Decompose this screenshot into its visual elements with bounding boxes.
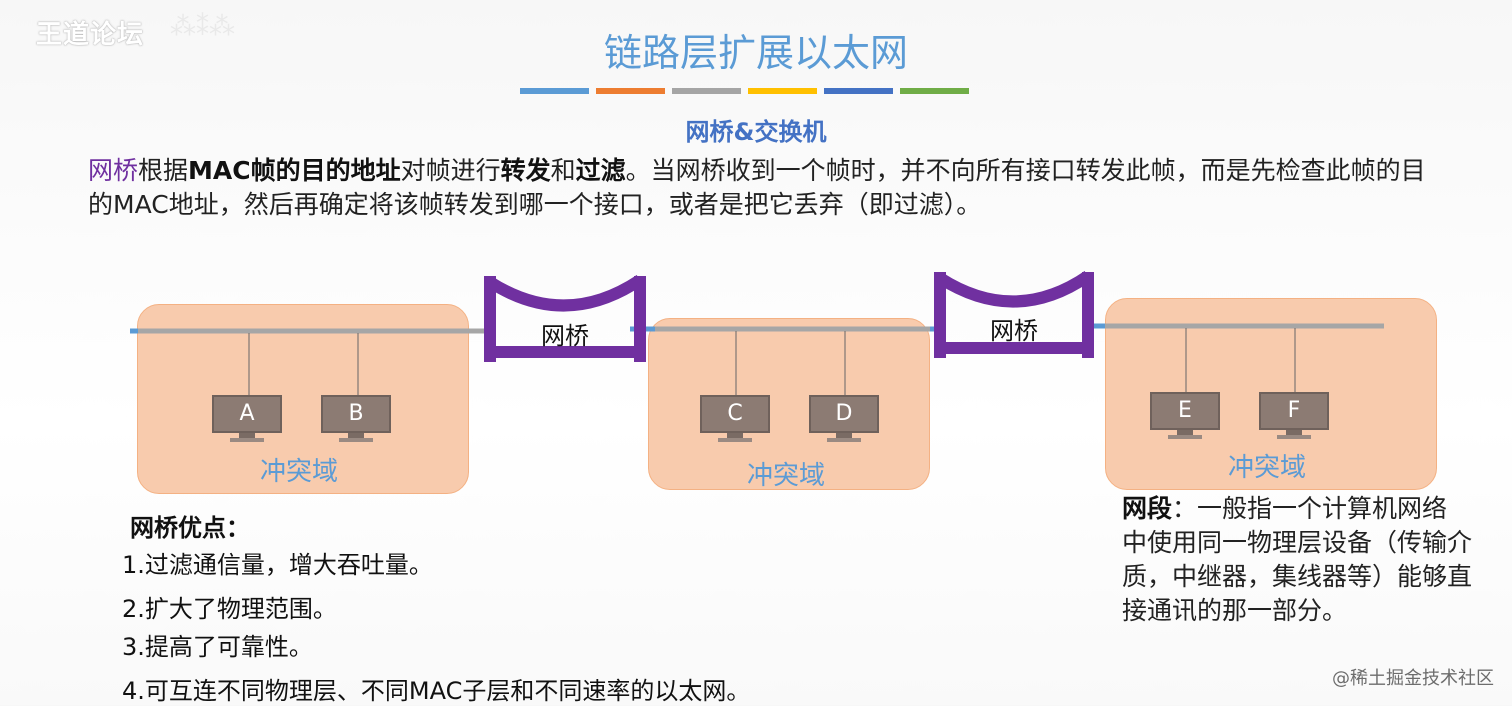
- segment-definition: 网段：一般指一个计算机网络中使用同一物理层设备（传输介质，中继器，集线器等）能够…: [1122, 492, 1472, 628]
- title-color-bars: [520, 88, 969, 94]
- slide-subtitle: 网桥&交换机: [685, 118, 827, 146]
- bridge-2-icon: [934, 271, 1094, 358]
- advantages-title: 网桥优点：: [130, 514, 250, 542]
- host-b-icon: B: [321, 395, 393, 442]
- intro-emphasis: MAC帧的目的地址: [188, 156, 401, 185]
- pc-stand: [1177, 430, 1193, 435]
- logo-decoration: ⁂⁑⁂: [170, 12, 235, 42]
- pc-base: [339, 438, 373, 442]
- advantage-item: 2.扩大了物理范围。: [122, 595, 337, 623]
- intro-emphasis: 过滤: [575, 156, 626, 185]
- pc-base: [718, 438, 752, 442]
- segment-text: ：一般指一个计算机网络中使用同一物理层设备（传输介质，中继器，集线器等）能够直接…: [1122, 494, 1473, 625]
- intro-text: 。当网桥收到一个帧时，并不向所有接口转发此帧，而是先检查此帧的目的MAC地址，然…: [88, 156, 1426, 219]
- pc-base: [1277, 435, 1311, 439]
- advantage-item: 4.可互连不同物理层、不同MAC子层和不同速率的以太网。: [122, 677, 751, 705]
- host-a-label: A: [212, 395, 282, 433]
- collision-domain-3-label: 冲突域: [1228, 453, 1307, 483]
- collision-domain-1-label: 冲突域: [260, 457, 339, 487]
- collision-domain-2-label: 冲突域: [747, 461, 826, 491]
- advantage-item: 3.提高了可靠性。: [122, 633, 313, 661]
- host-f-icon: F: [1259, 392, 1331, 439]
- host-a-icon: A: [212, 395, 284, 442]
- intro-text: 和: [550, 156, 576, 185]
- color-bar: [900, 88, 969, 94]
- intro-text: 根据: [138, 156, 189, 185]
- pc-base: [827, 438, 861, 442]
- pc-stand: [836, 433, 852, 438]
- color-bar: [672, 88, 741, 94]
- collision-domain-1: [137, 304, 469, 494]
- color-bar: [824, 88, 893, 94]
- host-b-label: B: [321, 395, 391, 433]
- term-bridge: 网桥: [88, 156, 139, 185]
- intro-text: 对帧进行: [400, 156, 501, 185]
- pc-stand: [348, 433, 364, 438]
- host-f-label: F: [1259, 392, 1329, 430]
- bridge-2-label: 网桥: [990, 317, 1038, 345]
- pc-stand: [1286, 430, 1302, 435]
- host-d-label: D: [809, 395, 879, 433]
- host-e-icon: E: [1150, 392, 1222, 439]
- slide-title: 链路层扩展以太网: [603, 31, 908, 75]
- pc-stand: [239, 433, 255, 438]
- advantage-item: 1.过滤通信量，增大吞吐量。: [122, 551, 433, 579]
- collision-domain-2: [648, 318, 930, 490]
- host-c-label: C: [700, 395, 770, 433]
- segment-term: 网段: [1122, 494, 1173, 523]
- color-bar: [596, 88, 665, 94]
- intro-emphasis: 转发: [500, 156, 551, 185]
- color-bar: [748, 88, 817, 94]
- pc-stand: [727, 433, 743, 438]
- color-bar: [520, 88, 589, 94]
- host-c-icon: C: [700, 395, 772, 442]
- logo-text: 王道论坛: [36, 20, 145, 50]
- bridge-1-icon: [484, 274, 646, 362]
- pc-base: [230, 438, 264, 442]
- intro-paragraph: 网桥根据MAC帧的目的地址对帧进行转发和过滤。当网桥收到一个帧时，并不向所有接口…: [88, 154, 1428, 222]
- watermark: @稀土掘金技术社区: [1332, 668, 1494, 689]
- host-e-label: E: [1150, 392, 1220, 430]
- host-d-icon: D: [809, 395, 881, 442]
- pc-base: [1168, 435, 1202, 439]
- bridge-1-label: 网桥: [541, 322, 589, 350]
